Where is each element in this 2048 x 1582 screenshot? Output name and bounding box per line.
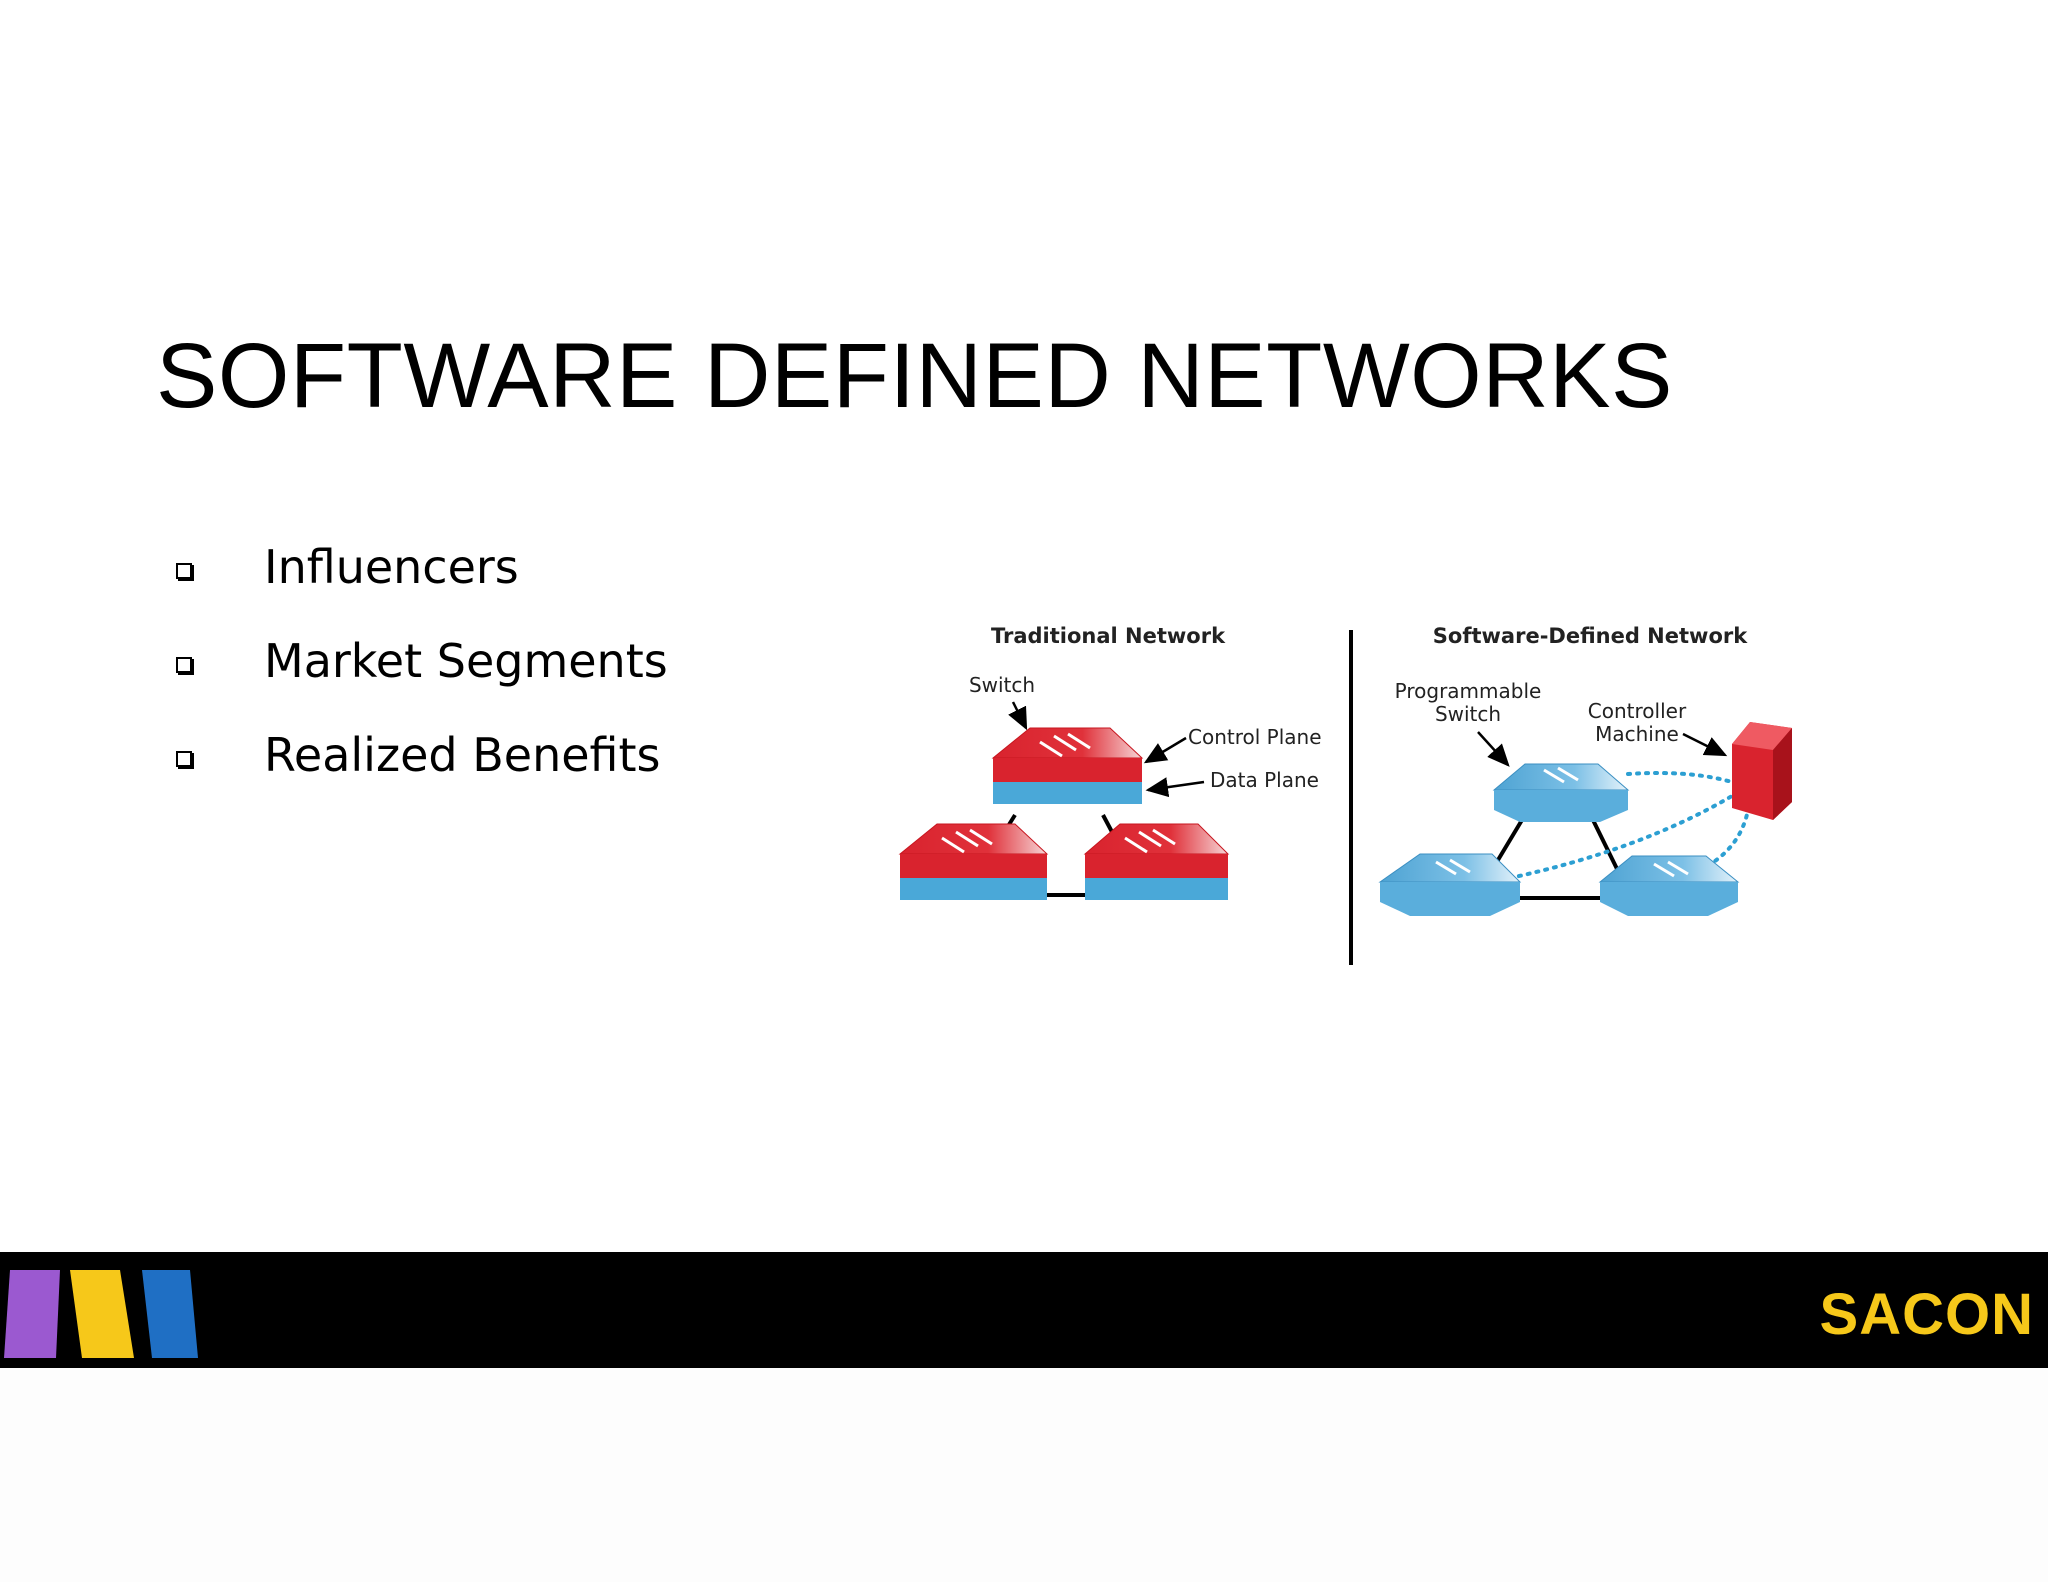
bottom-margin (0, 1368, 2048, 1582)
control-plane-label: Control Plane (1188, 725, 1322, 749)
traditional-switch-icon (898, 823, 1049, 900)
data-plane-label: Data Plane (1210, 768, 1319, 792)
traditional-switch-icon (991, 727, 1144, 804)
brand-stripes-logo (4, 1270, 198, 1358)
slide-title: SOFTWARE DEFINED NETWORKS (156, 325, 1673, 427)
bullet-text: Influencers (264, 540, 519, 594)
programmable-switch-icon (1492, 763, 1630, 822)
square-bullet-icon (176, 563, 192, 579)
square-bullet-icon (176, 751, 192, 767)
controller-machine-label: Controller (1588, 699, 1687, 723)
traditional-switch-icon (1083, 823, 1230, 900)
bullet-text: Market Segments (264, 634, 668, 688)
programmable-switch-icon (1378, 853, 1522, 916)
programmable-switch-label: Switch (1435, 702, 1501, 726)
bullet-item: Realized Benefits (176, 708, 668, 802)
traditional-heading: Traditional Network (991, 624, 1226, 648)
controller-machine-icon (1732, 722, 1792, 820)
switch-label: Switch (969, 673, 1035, 697)
bullet-list: Influencers Market Segments Realized Ben… (176, 520, 668, 802)
bullet-text: Realized Benefits (264, 728, 661, 782)
programmable-switch-label: Programmable (1395, 679, 1542, 703)
bullet-item: Market Segments (176, 614, 668, 708)
network-comparison-diagram: Traditional Network Switch Control Plane… (898, 624, 1792, 965)
sdn-heading: Software-Defined Network (1433, 624, 1748, 648)
bullet-item: Influencers (176, 520, 668, 614)
square-bullet-icon (176, 657, 192, 673)
footer-bar: SACON (0, 1252, 2048, 1368)
programmable-switch-icon (1598, 855, 1740, 916)
controller-machine-label: Machine (1595, 722, 1679, 746)
brand-name: SACON (1819, 1282, 2034, 1347)
